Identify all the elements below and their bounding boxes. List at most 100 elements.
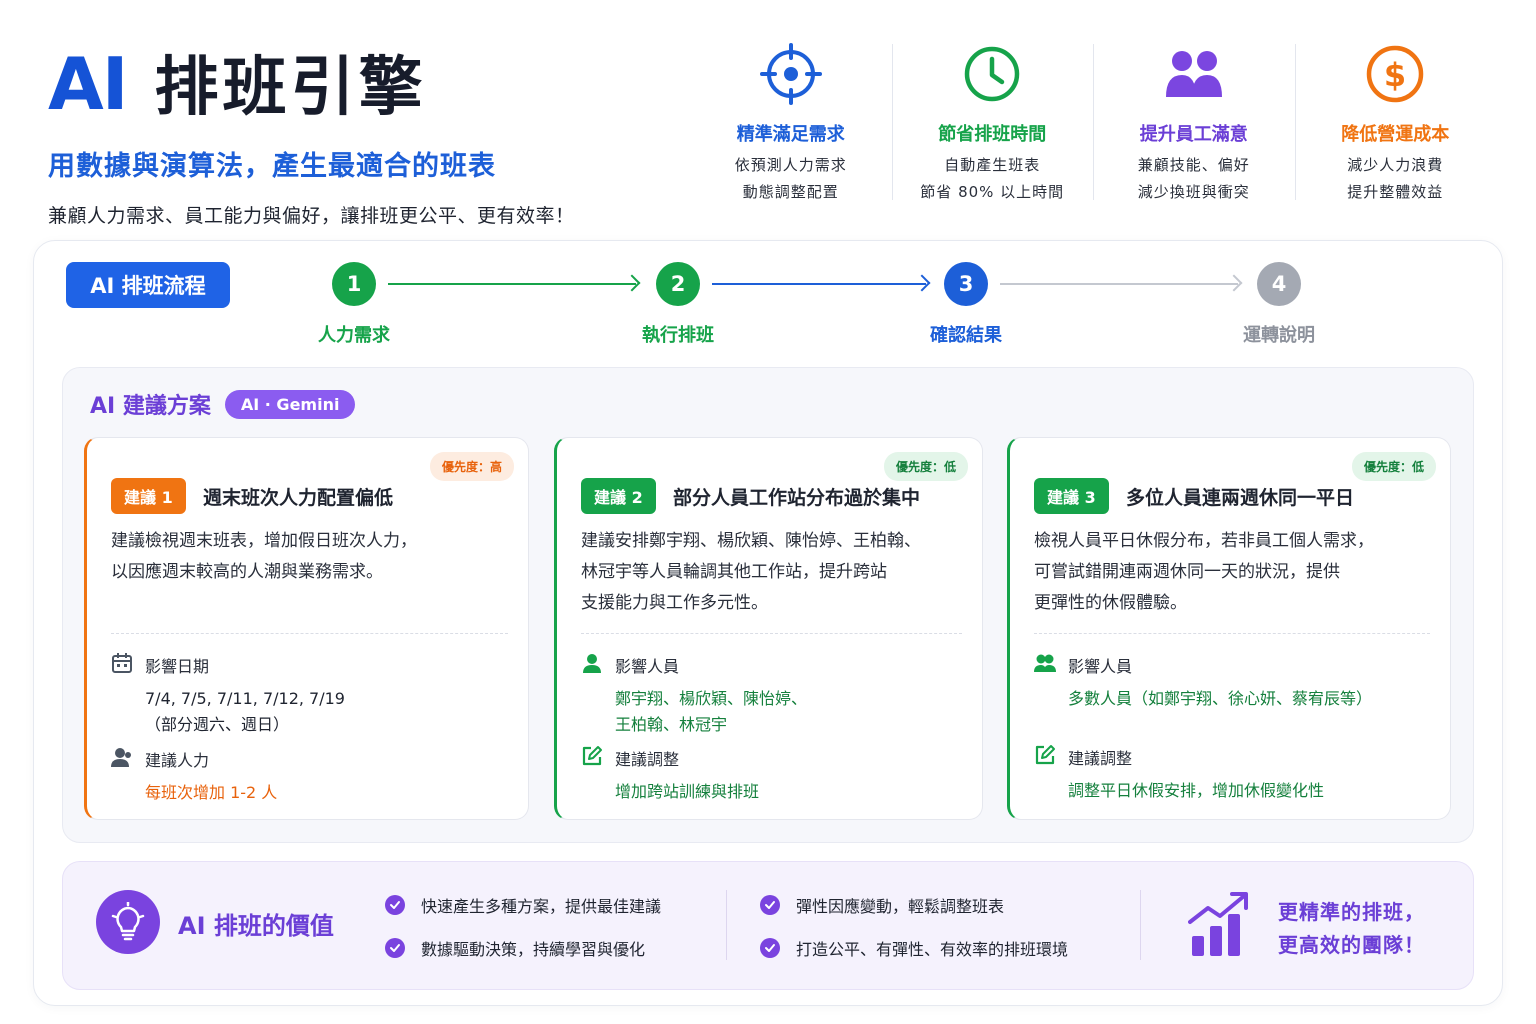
- benefit-title: 節省排班時間: [938, 124, 1047, 145]
- priority-badge: 優先度：低: [883, 452, 968, 481]
- target-icon: [690, 40, 892, 108]
- value-item: 彈性因應變動，輕鬆調整班表: [760, 893, 1004, 917]
- step-number: 1: [332, 262, 376, 306]
- description-line: 建議安排鄭宇翔、楊欣穎、陳怡婷、王柏翰、: [581, 531, 921, 551]
- step-label: 確認結果: [930, 325, 1002, 346]
- description-line: 可嘗試錯開連兩週休同一天的狀況，提供: [1034, 562, 1340, 582]
- meta-value-line: 鄭宇翔、楊欣穎、陳怡婷、: [615, 689, 808, 708]
- meta-suggested-staff: 建議人力 每班次增加 1-2 人: [111, 746, 277, 806]
- benefit-title: 降低營運成本: [1341, 124, 1450, 145]
- benefit-line: 減少人力浪費: [1347, 156, 1444, 174]
- check-icon: [760, 895, 780, 915]
- meta-value-line: 王柏翰、林冠宇: [615, 715, 728, 734]
- flow-connector: [1000, 274, 1243, 292]
- users-icon: [1093, 40, 1295, 108]
- meta-suggested-adjustment: 建議調整 調整平日休假安排，增加休假變化性: [1034, 744, 1324, 804]
- step-label: 人力需求: [318, 325, 390, 346]
- step-number: 2: [656, 262, 700, 306]
- meta-value-line: 7/4, 7/5, 7/11, 7/12, 7/19: [145, 689, 345, 708]
- meta-value: 調整平日休假安排，增加休假變化性: [1068, 781, 1325, 800]
- suggestion-card-1[interactable]: 優先度：高 建議 1 週末班次人力配置偏低 建議檢視週末班表，增加假日班次人力，…: [84, 437, 529, 820]
- flow-label: AI 排班流程: [66, 262, 230, 308]
- flow-step-3[interactable]: 3 確認結果: [906, 262, 1026, 347]
- value-item-text: 彈性因應變動，輕鬆調整班表: [796, 897, 1005, 916]
- benefit-title: 精準滿足需求: [736, 124, 845, 145]
- description-line: 林冠宇等人員輪調其他工作站，提升跨站: [581, 562, 887, 582]
- suggestions-header: AI 建議方案 AI · Gemini: [90, 388, 356, 420]
- priority-badge: 優先度：低: [1351, 452, 1436, 481]
- benefit-line: 減少換班與衝突: [1137, 183, 1250, 201]
- suggestion-card-2[interactable]: 優先度：低 建議 2 部分人員工作站分布過於集中 建議安排鄭宇翔、楊欣穎、陳怡婷…: [554, 437, 983, 820]
- meta-value: 鄭宇翔、楊欣穎、陳怡婷、 王柏翰、林冠宇: [615, 686, 807, 738]
- benefit-accuracy: 精準滿足需求 依預測人力需求 動態調整配置: [690, 40, 892, 206]
- page-subtitle: 用數據與演算法，產生最適合的班表: [48, 151, 496, 182]
- benefit-time: 節省排班時間 自動產生班表 節省 80% 以上時間: [891, 40, 1094, 206]
- clock-icon: [892, 40, 1094, 108]
- flow-step-4[interactable]: 4 運轉說明: [1219, 262, 1339, 347]
- benefit-line: 節省 80% 以上時間: [920, 183, 1065, 201]
- slogan: 更精準的排班， 更高效的團隊！: [1278, 896, 1425, 962]
- lightbulb-icon: [96, 890, 160, 954]
- suggestions-title: AI 建議方案: [90, 394, 211, 419]
- hero: AI 排班引擎 用數據與演算法，產生最適合的班表 兼顧人力需求、員工能力與偏好，…: [48, 36, 688, 228]
- description-line: 檢視人員平日休假分布，若非員工個人需求，: [1034, 531, 1374, 551]
- value-item-text: 打造公平、有彈性、有效率的排班環境: [796, 940, 1069, 959]
- title-main: 排班引擎: [154, 51, 427, 125]
- benefit-cost: $ 降低營運成本 減少人力浪費 提升整體效益: [1294, 40, 1497, 206]
- suggestion-title: 多位人員連兩週休同一平日: [1126, 487, 1355, 509]
- model-badge: AI · Gemini: [224, 389, 356, 419]
- value-section: [62, 861, 1474, 990]
- suggestion-tag: 建議 1: [111, 478, 186, 514]
- meta-affected-people: 影響人員 鄭宇翔、楊欣穎、陳怡婷、 王柏翰、林冠宇: [581, 652, 807, 738]
- description-line: 支援能力與工作多元性。: [581, 593, 768, 613]
- suggestion-card-3[interactable]: 優先度：低 建議 3 多位人員連兩週休同一平日 檢視人員平日休假分布，若非員工個…: [1007, 437, 1451, 820]
- value-item-text: 數據驅動決策，持續學習與優化: [421, 940, 646, 959]
- flow-connector: [388, 274, 641, 292]
- separator: [1140, 890, 1141, 960]
- meta-label: 建議人力: [145, 751, 210, 770]
- meta-label: 影響日期: [145, 657, 210, 676]
- benefit-line: 兼顧技能、偏好: [1137, 156, 1250, 174]
- flow-step-1[interactable]: 1 人力需求: [294, 262, 414, 347]
- title-ai: AI: [48, 42, 129, 126]
- flow-connector: [712, 274, 931, 292]
- svg-text:$: $: [1384, 56, 1406, 94]
- divider: [581, 633, 962, 634]
- value-item: 快速產生多種方案，提供最佳建議: [385, 893, 661, 917]
- page-title: AI 排班引擎: [48, 36, 688, 128]
- users-icon: [1034, 652, 1056, 678]
- benefit-line: 動態調整配置: [742, 183, 839, 201]
- description-line: 更彈性的休假體驗。: [1034, 593, 1187, 613]
- person-icon: [111, 746, 133, 772]
- edit-icon: [581, 745, 603, 771]
- meta-value: 每班次增加 1-2 人: [145, 783, 278, 802]
- meta-value-line: （部分週六、週日）: [145, 715, 290, 734]
- meta-affected-people: 影響人員 多數人員（如鄭宇翔、徐心妍、蔡宥辰等）: [1034, 652, 1372, 712]
- description-line: 以因應週末較高的人潮與業務需求。: [111, 562, 383, 582]
- meta-value: 多數人員（如鄭宇翔、徐心妍、蔡宥辰等）: [1068, 686, 1372, 712]
- separator: [726, 890, 727, 960]
- step-label: 執行排班: [642, 325, 714, 346]
- check-icon: [385, 938, 405, 958]
- value-title: AI 排班的價值: [178, 912, 334, 940]
- meta-label: 影響人員: [615, 657, 680, 676]
- suggestion-description: 建議檢視週末班表，增加假日班次人力， 以因應週末較高的人潮與業務需求。: [111, 526, 417, 588]
- suggestion-description: 建議安排鄭宇翔、楊欣穎、陳怡婷、王柏翰、 林冠宇等人員輪調其他工作站，提升跨站 …: [581, 526, 921, 619]
- slogan-line: 更精準的排班，: [1278, 900, 1425, 924]
- meta-label: 影響人員: [1068, 657, 1133, 676]
- meta-value: 增加跨站訓練與排班: [615, 782, 760, 801]
- page-description: 兼顧人力需求、員工能力與偏好，讓排班更公平、更有效率！: [48, 205, 575, 227]
- dollar-coin-icon: $: [1295, 40, 1497, 108]
- check-icon: [760, 938, 780, 958]
- flow-step-2[interactable]: 2 執行排班: [618, 262, 738, 347]
- meta-label: 建議調整: [615, 750, 680, 769]
- calendar-icon: [111, 652, 133, 678]
- benefit-title: 提升員工滿意: [1139, 124, 1248, 145]
- meta-value-line: 多數人員（如鄭宇翔、徐心妍、蔡宥辰等）: [1068, 689, 1373, 708]
- benefit-line: 自動產生班表: [944, 156, 1041, 174]
- suggestion-tag: 建議 3: [1034, 478, 1109, 514]
- growth-chart-icon: [1188, 890, 1252, 962]
- value-item: 打造公平、有彈性、有效率的排班環境: [760, 936, 1068, 960]
- step-label: 運轉說明: [1243, 325, 1315, 346]
- suggestion-tag: 建議 2: [581, 478, 656, 514]
